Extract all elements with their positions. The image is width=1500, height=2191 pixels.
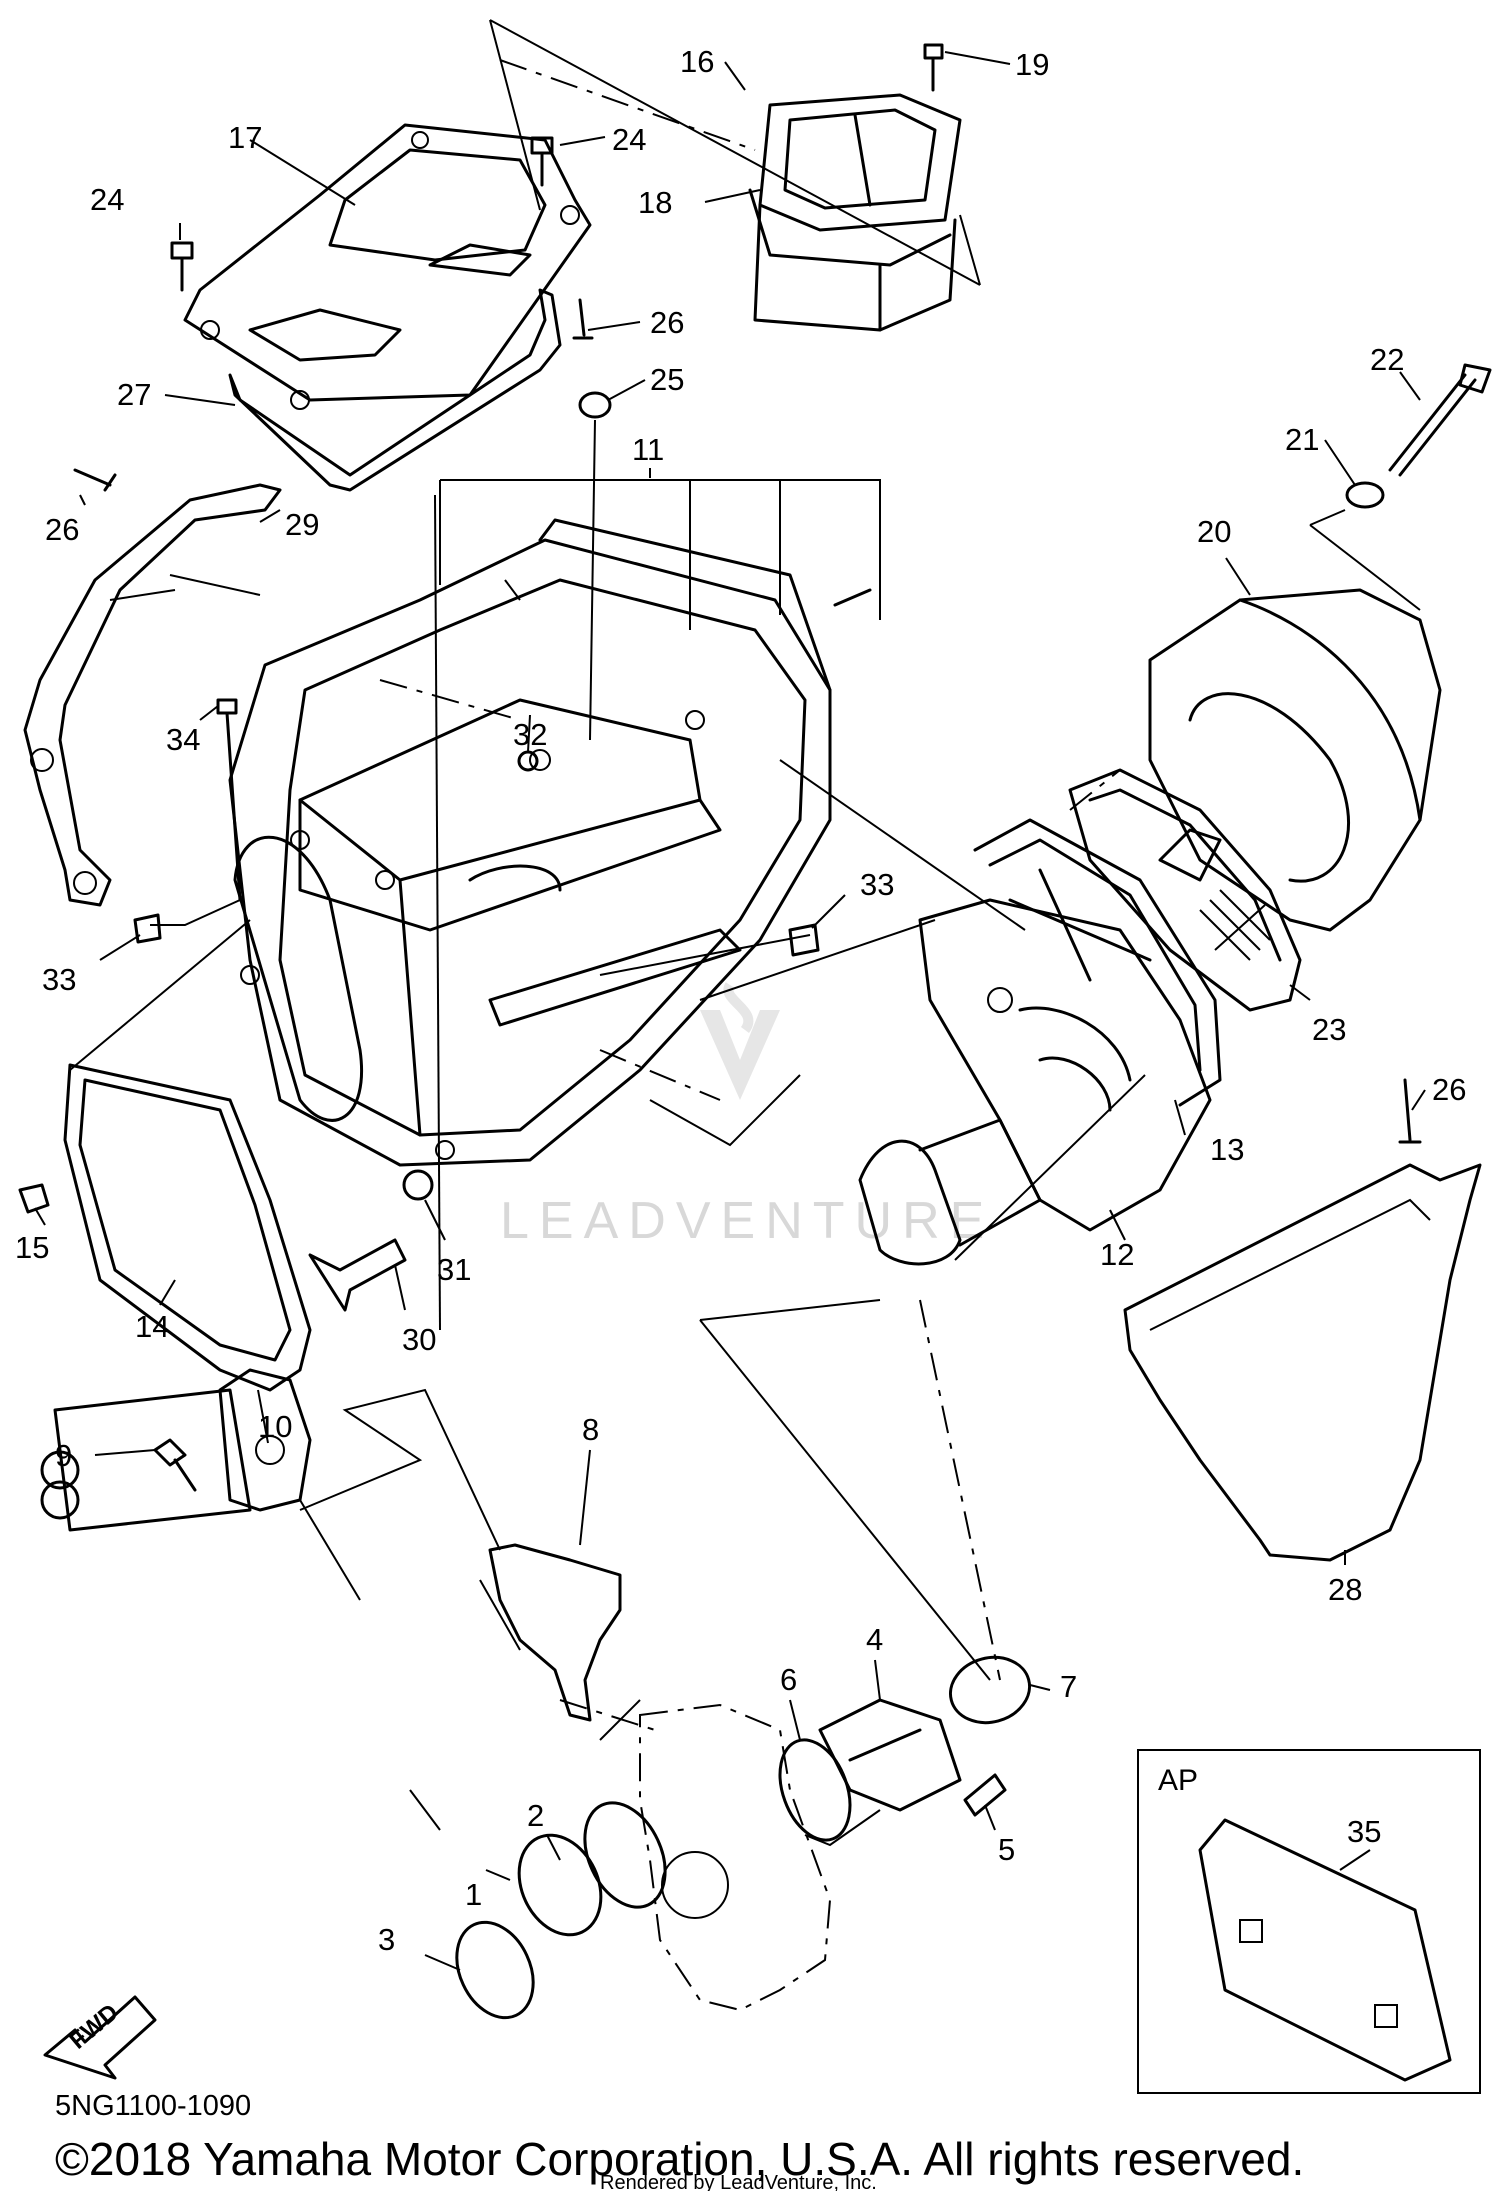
part-14-gasket — [63, 1063, 312, 1392]
part-26-rivet-right — [1398, 1078, 1422, 1144]
callout-12: 12 — [1100, 1237, 1134, 1272]
part-21-washer — [1345, 481, 1385, 509]
part-12-boot — [858, 898, 1212, 1266]
part-27-gasket — [228, 288, 562, 492]
callout-10: 10 — [258, 1409, 292, 1444]
part-34-bolt — [216, 698, 242, 902]
part-20-filter — [1148, 588, 1442, 932]
part-24-bolt-right — [530, 136, 554, 187]
part-29-hole — [73, 871, 97, 895]
callout-25: 25 — [650, 362, 684, 397]
callout-4: 4 — [866, 1622, 883, 1657]
carburetor-outline — [639, 1703, 832, 2012]
callout-28: 28 — [1328, 1572, 1362, 1607]
part-13-cage — [973, 818, 1222, 1107]
watermark: LEADVENTURE — [500, 982, 994, 1250]
ap-box-title: AP — [1158, 1764, 1198, 1797]
callout-1: 1 — [465, 1877, 482, 1912]
callout-33-right: 33 — [860, 867, 894, 902]
part-9-bolt — [153, 1438, 197, 1492]
part-28-edge — [1149, 1198, 1431, 1331]
callout-24-left: 24 — [90, 182, 124, 217]
part-30-funnel — [308, 1238, 407, 1312]
part-drawings — [18, 43, 1492, 2020]
callout-15: 15 — [15, 1230, 49, 1265]
callout-6: 6 — [780, 1662, 797, 1697]
callout-32: 32 — [513, 717, 547, 752]
part-7-clamp — [948, 1655, 1032, 1725]
callout-35: 35 — [1347, 1814, 1381, 1849]
callout-26-left: 26 — [45, 512, 79, 547]
part-11-screw — [833, 588, 872, 607]
part-2-clamp — [583, 1801, 667, 1909]
fwd-label: FWD — [65, 1999, 124, 2055]
part-5-bolt — [963, 1773, 1007, 1817]
part-15-nut — [18, 1183, 50, 1214]
callout-7: 7 — [1060, 1669, 1077, 1704]
callout-26-top: 26 — [650, 305, 684, 340]
part-24-bolt-left — [170, 241, 194, 292]
part-26-rivet-top — [572, 298, 594, 340]
part-4-joint — [818, 1698, 962, 1812]
fwd-arrow: FWD — [43, 1995, 157, 2080]
callout-34: 34 — [166, 722, 200, 757]
part-23-holder — [1068, 768, 1302, 1012]
callout-23: 23 — [1312, 1012, 1346, 1047]
diagram-code: 5NG1100-1090 — [55, 2090, 251, 2122]
part-19-screw — [923, 43, 944, 92]
part-29-hole — [30, 748, 54, 772]
part-31-clip — [402, 1169, 434, 1201]
ap-inset-box: AP — [1137, 1749, 1481, 2094]
part-33-nut-left — [133, 913, 162, 944]
rendered-by-note: Rendered by LeadVenture, Inc. — [600, 2172, 877, 2191]
callout-5: 5 — [998, 1832, 1015, 1867]
callout-33-left: 33 — [42, 962, 76, 997]
callout-14: 14 — [135, 1309, 169, 1344]
callout-19: 19 — [1015, 47, 1049, 82]
callout-3: 3 — [378, 1922, 395, 1957]
part-33-nut-right — [788, 923, 820, 957]
part-32-grommet — [517, 750, 539, 772]
callout-31: 31 — [437, 1252, 471, 1287]
callout-17: 17 — [228, 120, 262, 155]
callout-22: 22 — [1370, 342, 1404, 377]
part-26-rivet-left — [73, 468, 117, 492]
callout-9: 9 — [55, 1438, 72, 1473]
callout-2: 2 — [527, 1798, 544, 1833]
callout-26-right: 26 — [1432, 1072, 1466, 1107]
part-6-oring — [778, 1738, 852, 1842]
callout-20: 20 — [1197, 514, 1231, 549]
callout-13: 13 — [1210, 1132, 1244, 1167]
callouts: 1 2 3 4 5 6 7 8 9 10 11 12 13 14 15 16 1… — [15, 44, 1466, 1971]
reference-lines — [69, 19, 1421, 1847]
part-25-grommet — [578, 391, 612, 419]
part-3-clamp — [455, 1920, 535, 2020]
callout-30: 30 — [402, 1322, 436, 1357]
callout-18: 18 — [638, 185, 672, 220]
callout-24-right: 24 — [612, 122, 646, 157]
carburetor-port — [661, 1851, 729, 1919]
part-16-duct — [748, 93, 962, 332]
part-28-side-cover — [1123, 1163, 1482, 1562]
part-8-bracket — [488, 1543, 622, 1722]
part-35-sheet — [1198, 1818, 1452, 2082]
copyright-notice: ©2018 Yamaha Motor Corporation, U.S.A. A… — [55, 2133, 1304, 2185]
callout-16: 16 — [680, 44, 714, 79]
part-10-tube — [40, 1368, 312, 1532]
callout-21: 21 — [1285, 422, 1319, 457]
part-11-airbox — [228, 518, 832, 1167]
part-22-bolt — [1388, 363, 1492, 477]
part-29-bracket — [23, 483, 282, 907]
watermark-text: LEADVENTURE — [500, 1192, 994, 1250]
callout-27: 27 — [117, 377, 151, 412]
callout-8: 8 — [582, 1412, 599, 1447]
callout-11: 11 — [632, 432, 664, 467]
callout-29: 29 — [285, 507, 319, 542]
part-17-cover — [183, 123, 592, 410]
part-1-joint — [517, 1833, 603, 1937]
